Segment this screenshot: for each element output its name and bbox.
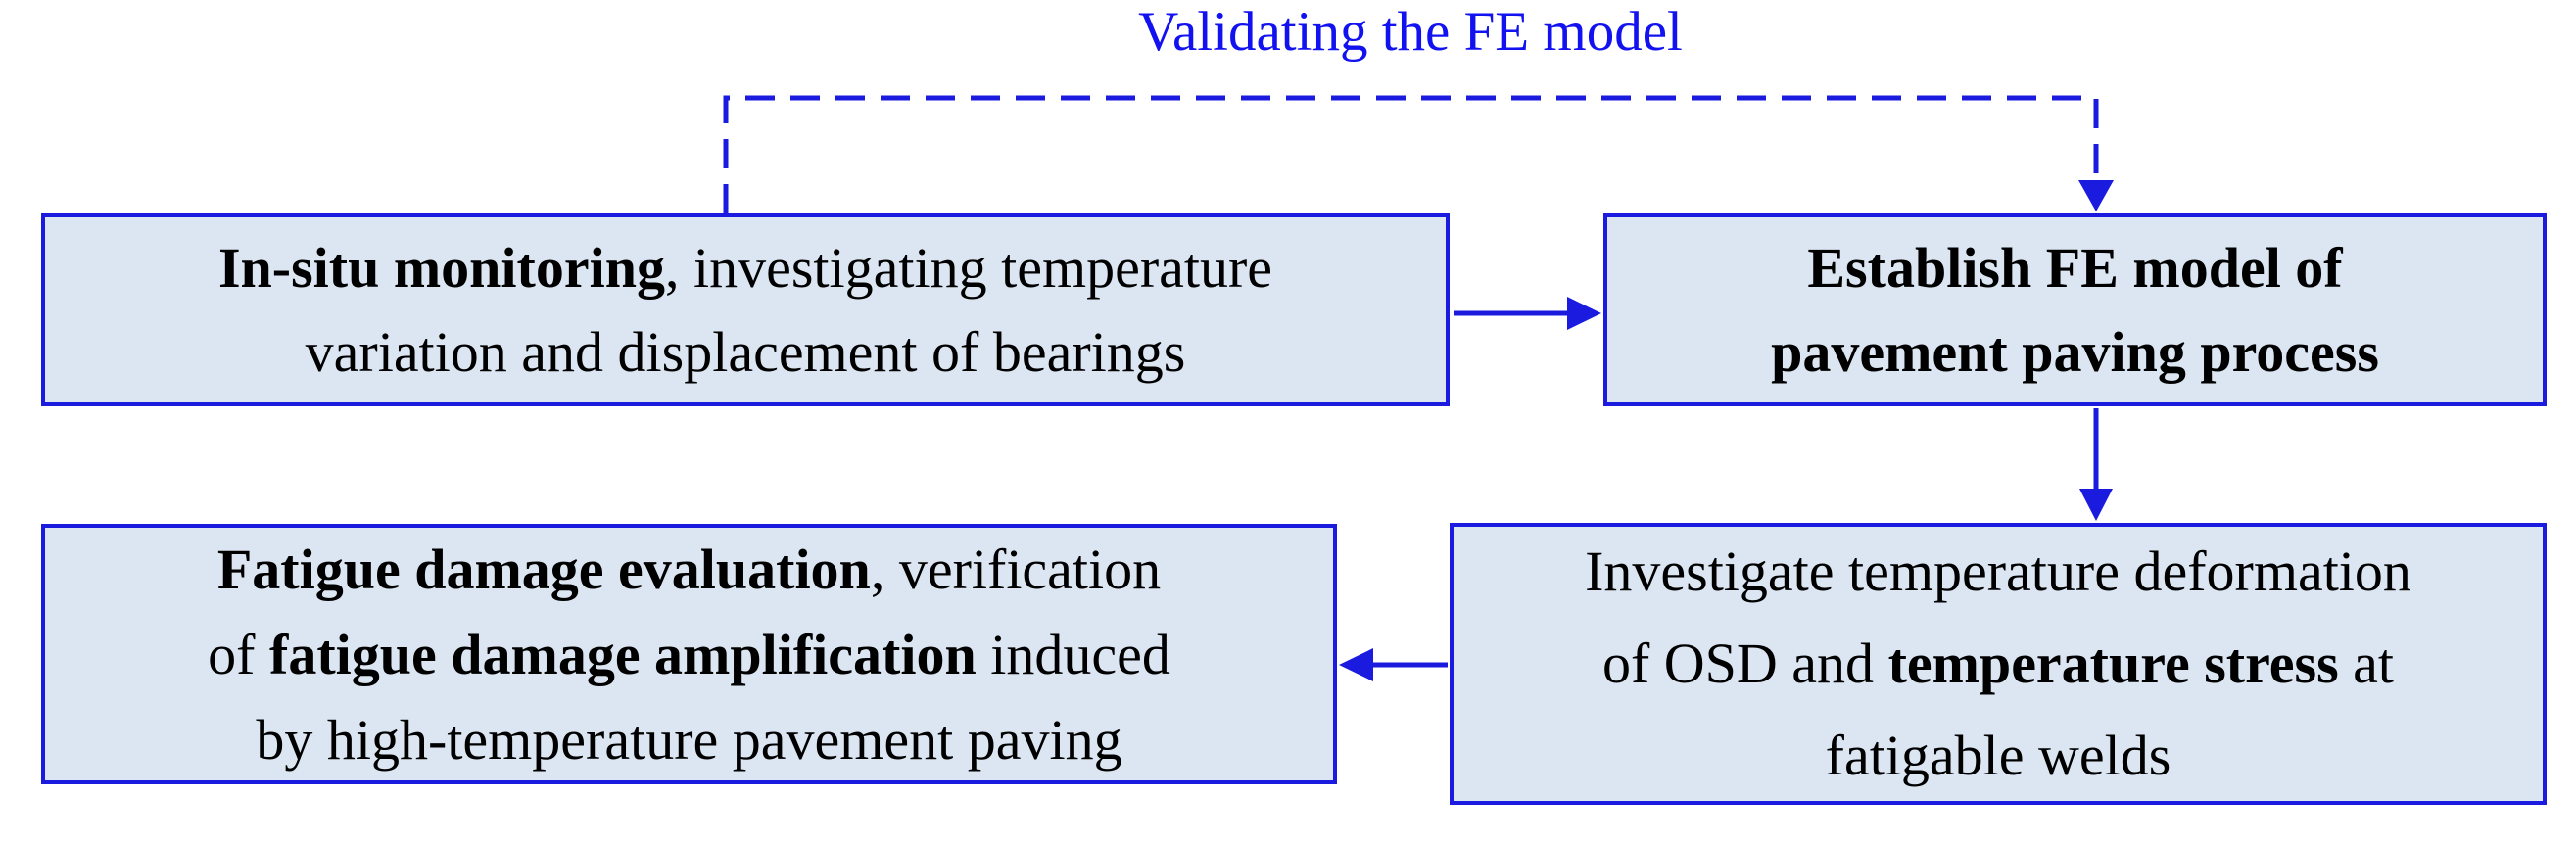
box-text-segment: fatigue damage amplification — [269, 622, 977, 686]
box-text-segment: fatigable welds — [1825, 723, 2171, 787]
box-text-segment: , verification — [870, 537, 1162, 601]
box-text-segment: Fatigue damage evaluation — [216, 537, 871, 601]
diagram-title: Validating the FE model — [1138, 1, 1683, 63]
fatigue-evaluation-box: Fatigue damage evaluation, verification … — [41, 524, 1337, 784]
box-text-segment: induced — [976, 622, 1170, 686]
box-text-segment: of OSD and — [1601, 632, 1888, 696]
investigate-to-fatigue-arrowhead-icon — [1339, 648, 1373, 681]
establish-fe-model-box: Establish FE model of pavement paving pr… — [1603, 213, 2547, 406]
monitoring-to-model-arrowhead-icon — [1567, 297, 1601, 330]
box-text-line: of OSD and temperature stress at — [1454, 618, 2543, 710]
box-text-segment: pavement paving process — [1771, 319, 2379, 384]
box-text-line: Investigate temperature deformation — [1454, 526, 2543, 618]
box-text-line: In-situ monitoring, investigating temper… — [45, 226, 1446, 310]
box-text-segment: Establish FE model of — [1807, 235, 2343, 300]
box-text-segment: , investigating temperature — [664, 235, 1273, 300]
box-text-line: fatigable welds — [1454, 710, 2543, 802]
box-text-line: variation and displacement of bearings — [45, 310, 1446, 395]
box-text-segment: Investigate temperature deformation — [1585, 539, 2411, 604]
box-text-line: by high-temperature pavement paving — [45, 697, 1333, 782]
validating-loop-arrowhead-icon — [2078, 180, 2114, 211]
model-to-investigate-arrowhead-icon — [2079, 489, 2113, 521]
box-text-segment: temperature stress — [1887, 632, 2339, 696]
box-text-segment: In-situ monitoring — [217, 235, 665, 300]
box-text-line: Fatigue damage evaluation, verification — [45, 527, 1333, 612]
in-situ-monitoring-box: In-situ monitoring, investigating temper… — [41, 213, 1450, 406]
box-text-segment: of — [208, 622, 269, 686]
box-text-segment: by high-temperature pavement paving — [256, 707, 1122, 772]
box-text-line: of fatigue damage amplification induced — [45, 612, 1333, 697]
box-text-segment: at — [2338, 632, 2395, 696]
box-text-line: pavement paving process — [1607, 310, 2543, 395]
validating-loop-dashed-connector — [723, 95, 2099, 213]
box-text-line: Establish FE model of — [1607, 226, 2543, 310]
box-text-segment: variation and displacement of bearings — [305, 319, 1186, 384]
investigate-deformation-box: Investigate temperature deformation of O… — [1450, 523, 2547, 805]
